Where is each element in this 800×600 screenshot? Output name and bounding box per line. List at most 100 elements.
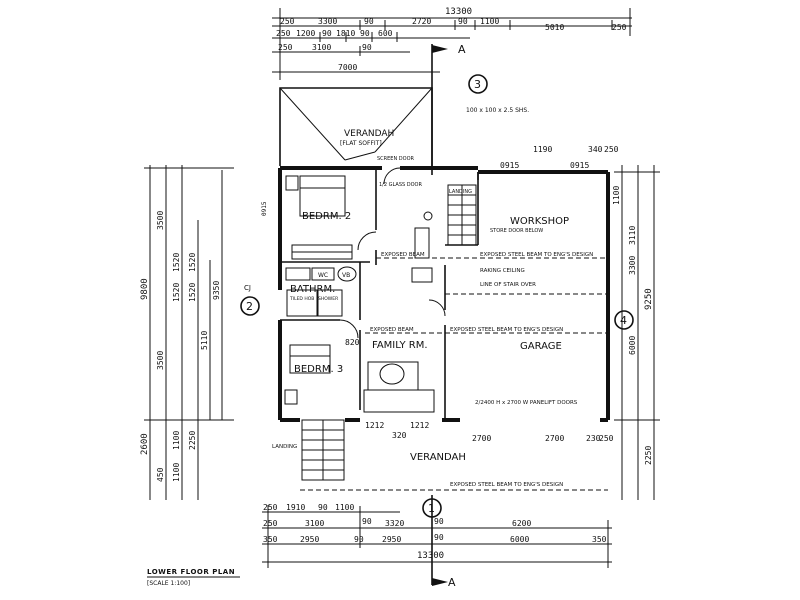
top-dim-3: 90 [364, 17, 374, 26]
stair-top: LANDING [447, 184, 477, 246]
grid-marker-3: 3 [468, 74, 488, 94]
flat-soffit-note: [FLAT SOFFIT] [340, 140, 382, 147]
top-row3-dim-1: 250 [278, 43, 293, 52]
top-row2-dim-5: 90 [360, 29, 370, 38]
top-dim-4: 2720 [412, 17, 431, 26]
gar-dim-4: 250 [599, 434, 614, 443]
post-note: 100 x 100 x 2.5 SHS. [466, 107, 529, 114]
door-820-dim: 820 [345, 338, 360, 347]
left-col-a-2: 3500 [156, 351, 165, 370]
section-marker-bottom: A [448, 576, 456, 589]
left-col-b-4: 1520 [188, 283, 197, 302]
right-dim-5: 2250 [644, 446, 653, 465]
door-swings [339, 167, 446, 339]
bathroom-label: BATHRM. [290, 284, 335, 295]
section-marker-top: A [458, 43, 466, 56]
top-dim-7: 5010 [545, 23, 564, 32]
fam-dim-3: 1212 [410, 421, 429, 430]
top-dim-2: 3300 [318, 17, 337, 26]
panelift-note: 2/2400 H x 2700 W PANELIFT DOORS [475, 400, 578, 406]
bottom-row1-dim-2: 1910 [286, 503, 305, 512]
bottom-row3-dim-4: 2950 [382, 535, 401, 544]
bottom-row1-dim-3: 90 [318, 503, 328, 512]
bottom-row3-dim-1: 350 [263, 535, 278, 544]
bottom-row2-dim-4: 3320 [385, 519, 404, 528]
stair-bottom [301, 419, 345, 481]
grid-marker-1-label: 1 [428, 502, 435, 515]
top-row2-dim-4: 1810 [336, 29, 355, 38]
top-dimensions: 13300 250 3300 90 2720 90 1100 5010 250 … [272, 7, 632, 80]
gar-dim-1: 2700 [472, 434, 491, 443]
left-overall-lower: 2600 [140, 433, 150, 455]
bedroom-2-label: BEDRM. 2 [302, 211, 351, 222]
exposed-beam-note-3: EXPOSED BEAM [370, 327, 414, 333]
bottom-row2-dim-1: 250 [263, 519, 278, 528]
top-overall-dim: 13300 [445, 7, 472, 17]
bottom-row3-dim-3: 90 [354, 535, 364, 544]
cj-note-left: CJ [244, 284, 251, 292]
tiled-hob-note: TILED HOB [289, 296, 314, 302]
section-line-a: A A [431, 43, 466, 589]
exposed-beam-note-1: EXPOSED BEAM [381, 252, 425, 258]
grid-marker-2: 2 [240, 296, 260, 316]
grid-marker-1: 1 [422, 498, 442, 518]
stair-line-note: LINE OF STAIR OVER [480, 282, 536, 288]
exposed-beam-note-2: EXPOSED STEEL BEAM TO ENG'S DESIGN [480, 252, 593, 258]
screen-door-note: SCREEN DOOR [377, 156, 415, 162]
top-dim-6: 1100 [480, 17, 499, 26]
right-dim-2: 3110 [628, 226, 637, 245]
bottom-dimensions [262, 505, 612, 568]
top-dim-5: 90 [458, 17, 468, 26]
exposed-beam-note-4: EXPOSED STEEL BEAM TO ENG'S DESIGN [450, 327, 563, 333]
workshop-label: WORKSHOP [510, 216, 569, 227]
left-col-b-7: 450 [156, 467, 165, 482]
left-col-b-1: 1520 [172, 253, 181, 272]
left-overall-upper: 9800 [140, 278, 150, 300]
bottom-row3-dim-7: 350 [592, 535, 607, 544]
left-col-b-8: 1100 [172, 463, 181, 482]
right-overall: 9250 [644, 288, 654, 310]
furniture [284, 175, 435, 413]
top-row2-dim-1: 250 [276, 29, 291, 38]
top-row3-dim-2: 3100 [312, 43, 331, 52]
shower-note: SHOWER [318, 296, 338, 302]
grid-marker-2-label: 2 [246, 300, 253, 313]
landing-bottom-label: LANDING [272, 444, 297, 450]
ws-dim-2: 340 [588, 145, 603, 154]
gar-dim-3: 230 [586, 434, 601, 443]
bottom-row3-dim-6: 6000 [510, 535, 529, 544]
bottom-row2-dim-2: 3100 [305, 519, 324, 528]
verandah-bottom-label: VERANDAH [410, 452, 466, 463]
bottom-row1-dim-1: 250 [263, 503, 278, 512]
plan-scale: [SCALE 1:100] [147, 580, 190, 587]
bedroom-3-label: BEDRM. 3 [294, 364, 343, 375]
left-col-b-3: 1520 [188, 253, 197, 272]
right-dim-3: 3300 [628, 256, 637, 275]
ws-dim-4: 0915 [500, 161, 519, 170]
grid-marker-4: 4 [614, 310, 634, 330]
top-dim-8: 250 [612, 23, 627, 32]
fam-dim-1: 1212 [365, 421, 384, 430]
raking-ceiling-note: RAKING CEILING [480, 268, 525, 274]
ws-dim-5: 0915 [570, 161, 589, 170]
right-dim-1: 1100 [612, 186, 621, 205]
bottom-row2-dim-5: 90 [434, 517, 444, 526]
bottom-row2-dim-6: 6200 [512, 519, 531, 528]
bottom-row2-dim-3: 90 [362, 517, 372, 526]
fam-dim-2: 320 [392, 431, 407, 440]
ws-dim-3: 250 [604, 145, 619, 154]
bottom-row3-dim-2: 2950 [300, 535, 319, 544]
left-col-a-3: 9350 [212, 281, 221, 300]
left-col-b-2: 1520 [172, 283, 181, 302]
landing-top-label: LANDING [449, 189, 472, 195]
exterior-walls [278, 166, 610, 422]
left-col-b-6: 2250 [188, 431, 197, 450]
left-col-a-1: 3500 [156, 211, 165, 230]
bed2-width-dim: 0915 [261, 201, 268, 216]
ws-dim-1: 1190 [533, 145, 552, 154]
top-row3-dim-3: 90 [362, 43, 372, 52]
right-dim-4: 6000 [628, 336, 637, 355]
right-dimensions [614, 165, 660, 500]
left-col-b-5: 1100 [172, 431, 181, 450]
